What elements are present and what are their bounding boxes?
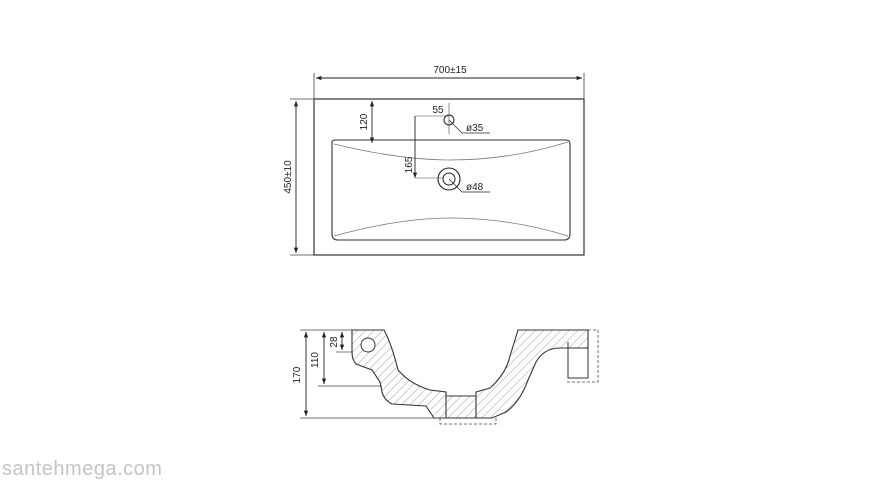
top-view: 700±15 450±10 120 ø35 55 165 ø48 bbox=[283, 65, 585, 256]
section-drain-neck bbox=[445, 395, 477, 419]
drain-offset-label: 165 bbox=[404, 156, 415, 173]
section-right-body bbox=[475, 329, 589, 419]
faucet-hole-label: ø35 bbox=[466, 123, 484, 134]
width-dim-label: 700±15 bbox=[433, 65, 467, 76]
drain-outer bbox=[437, 167, 461, 191]
drain-inner bbox=[442, 172, 456, 186]
height-mid-label: 110 bbox=[310, 352, 321, 368]
section-bottom-dashed bbox=[439, 418, 497, 425]
watermark: santehmega.com bbox=[2, 458, 163, 480]
bowl-inner-curve bbox=[333, 141, 569, 161]
faucet-leader bbox=[448, 119, 463, 134]
section-right-leg bbox=[567, 342, 589, 379]
faucet-offset-label: 120 bbox=[359, 113, 370, 130]
height-total-label: 170 bbox=[292, 366, 303, 383]
faucet-side-label: 55 bbox=[432, 105, 444, 116]
bowl-outline bbox=[331, 139, 571, 241]
drain-leader bbox=[448, 178, 463, 193]
depth-dim-label: 450±10 bbox=[283, 160, 294, 194]
drain-hole-label: ø48 bbox=[466, 182, 484, 193]
height-rim-label: 28 bbox=[329, 336, 340, 348]
overflow-hole bbox=[360, 337, 376, 353]
section-left-body bbox=[351, 329, 447, 419]
bowl-bottom-curve bbox=[333, 217, 569, 237]
section-view: 170 110 28 bbox=[292, 329, 599, 425]
section-right-dashed bbox=[566, 329, 599, 383]
basin-outline bbox=[313, 98, 585, 256]
